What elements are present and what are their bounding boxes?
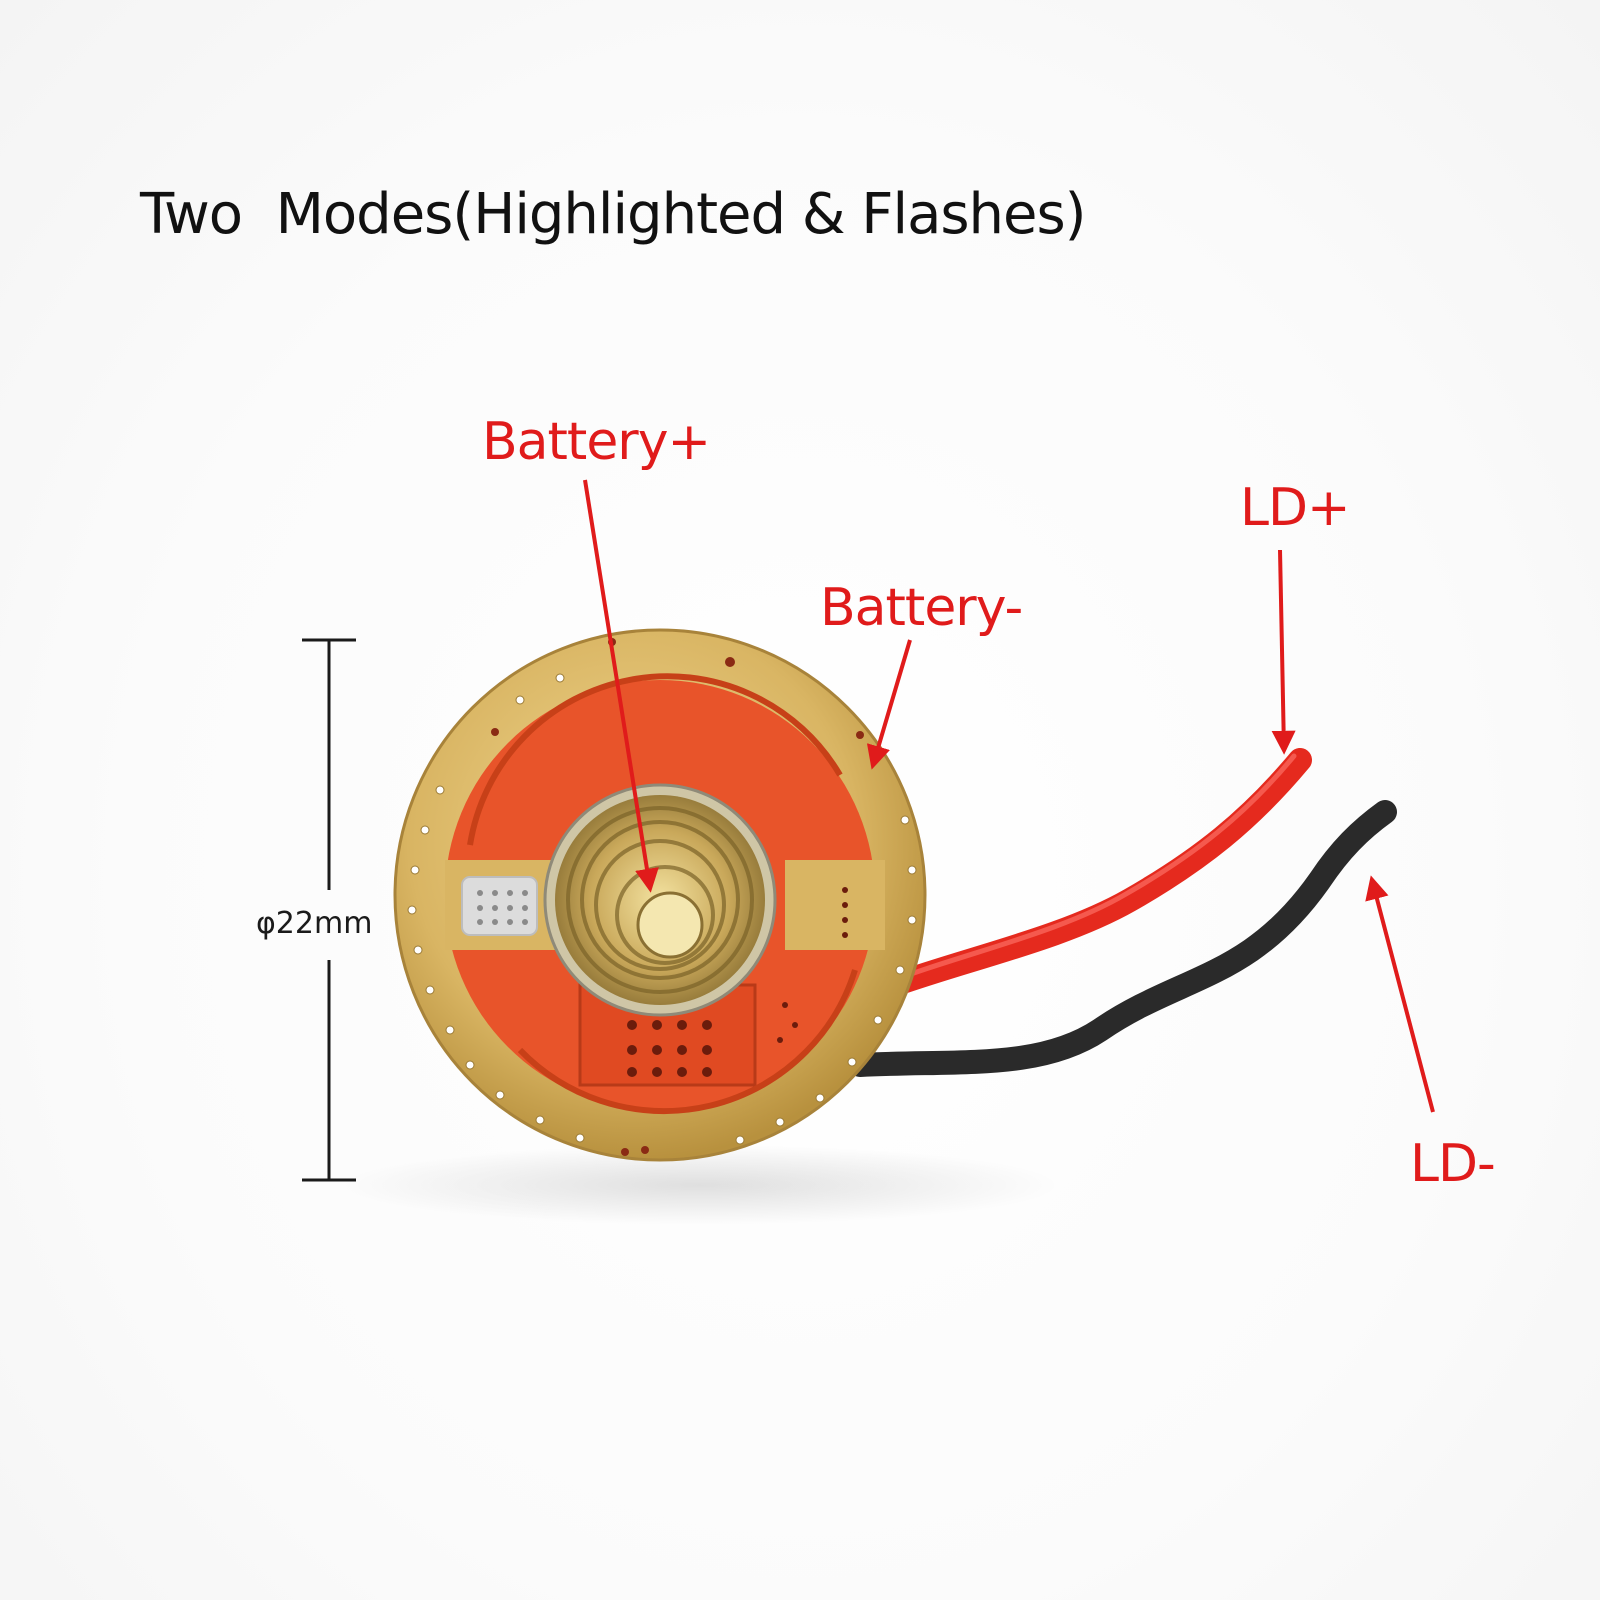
- ld-plus-label: LD+: [1240, 478, 1351, 538]
- battery-plus-label: Battery+: [482, 412, 711, 472]
- pcb-board: [393, 628, 927, 1162]
- spring-contact: [543, 783, 777, 1017]
- diameter-label: φ22mm: [256, 906, 373, 941]
- battery-minus-label: Battery-: [820, 578, 1023, 638]
- battery-plus-arrow: [583, 479, 659, 893]
- ld-plus-arrow: [1271, 549, 1296, 755]
- page-title: Two Modes(Highlighted & Flashes): [140, 182, 1087, 247]
- black-wire: [848, 800, 1397, 1077]
- battery-minus-arrow: [866, 639, 912, 770]
- board-shadow: [340, 1145, 1060, 1225]
- red-wire: [868, 748, 1312, 1002]
- annotation-arrows: [583, 479, 1435, 1113]
- ld-minus-label: LD-: [1410, 1134, 1496, 1194]
- dimension-line: [302, 638, 356, 1182]
- ld-minus-arrow: [1365, 875, 1435, 1113]
